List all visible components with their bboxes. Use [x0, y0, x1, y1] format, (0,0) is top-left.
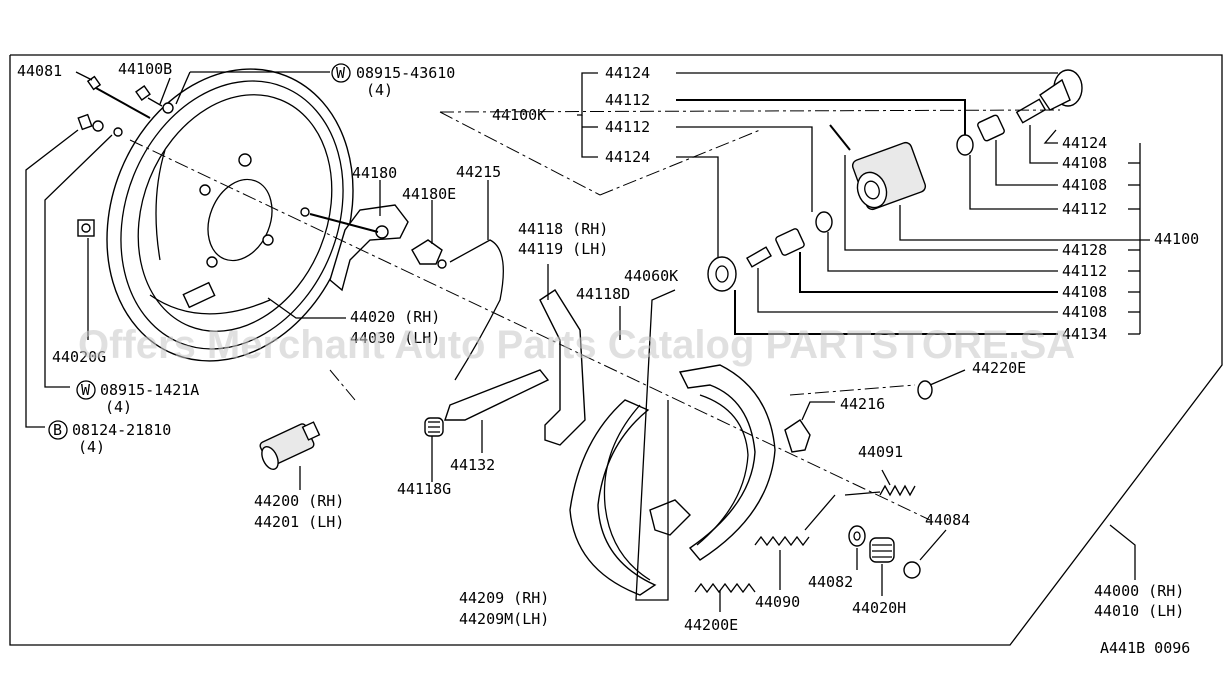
label-44180E: 44180E	[402, 185, 456, 203]
washer-44082	[848, 525, 866, 547]
label-44082: 44082	[808, 573, 853, 591]
label-44091: 44091	[858, 443, 903, 461]
centerline-6	[599, 129, 761, 196]
label-44124-b: 44124	[605, 148, 650, 166]
spring-44118G	[424, 417, 444, 437]
piston-44108-right	[977, 114, 1005, 142]
label-44124-c: 44124	[1062, 134, 1107, 152]
figure-code: A441B 0096	[1100, 639, 1190, 657]
clip-44180E	[411, 239, 447, 269]
lever-44180	[300, 204, 409, 292]
lever-44132	[444, 369, 550, 421]
boot-44124-right	[1015, 69, 1083, 124]
centerline-2	[439, 109, 1061, 113]
label-44220E: 44220E	[972, 359, 1026, 377]
label-44084: 44084	[925, 511, 970, 529]
clip-44216	[784, 419, 811, 453]
label-08124-21810: 08124-21810	[72, 421, 171, 439]
label-44100B: 44100B	[118, 60, 172, 78]
label-44112-a: 44112	[605, 91, 650, 109]
leader-lines	[25, 71, 1150, 612]
label-44119LH: 44119 (LH)	[518, 240, 608, 258]
label-44118G: 44118G	[397, 480, 451, 498]
label-44108-a: 44108	[1062, 154, 1107, 172]
label-44112-c: 44112	[1062, 200, 1107, 218]
label-qty-4b: (4)	[105, 398, 132, 416]
spring-44020H	[869, 537, 895, 563]
label-44118RH: 44118 (RH)	[518, 220, 608, 238]
label-44128: 44128	[1062, 241, 1107, 259]
cup-44112-left	[815, 211, 833, 233]
label-44108-b: 44108	[1062, 176, 1107, 194]
w-symbol-1: W	[336, 64, 346, 82]
spring-44091	[844, 484, 916, 497]
nut-44020G	[77, 219, 95, 237]
strut-44118	[539, 289, 586, 446]
label-44134: 44134	[1062, 325, 1107, 343]
wheel-cylinder-44100	[851, 141, 927, 211]
retainer-44084	[903, 561, 921, 579]
label-44060K: 44060K	[624, 267, 678, 285]
label-44209MLH: 44209M(LH)	[459, 610, 549, 628]
cup-44112-right	[956, 134, 974, 156]
boot-44124-left	[707, 256, 737, 292]
b-symbol: B	[53, 421, 62, 439]
wheel-cylinder-44200	[259, 421, 321, 470]
bolt-44100B	[135, 85, 174, 114]
cable-44215	[449, 239, 504, 381]
centerline-3	[439, 111, 601, 196]
label-44108-d: 44108	[1062, 303, 1107, 321]
label-08915-1421A: 08915-1421A	[100, 381, 199, 399]
label-44020RH: 44020 (RH)	[350, 308, 440, 326]
bolt-08124	[77, 113, 123, 137]
w-symbol-circle-2	[76, 380, 96, 400]
label-44081: 44081	[17, 62, 62, 80]
w-symbol-circle-1	[331, 63, 351, 83]
label-44030LH: 44030 (LH)	[350, 329, 440, 347]
label-44118D: 44118D	[576, 285, 630, 303]
spring-44090	[754, 494, 836, 547]
b-symbol-circle	[48, 420, 68, 440]
diagram-frame	[9, 54, 1223, 646]
centerline-4	[329, 369, 356, 401]
label-44124-a: 44124	[605, 64, 650, 82]
watermark: Offers Merchant Auto Parts Catalog PARTS…	[78, 323, 1075, 367]
label-44216: 44216	[840, 395, 885, 413]
brake-shoe-44060K	[678, 364, 776, 561]
brake-shoe-44209	[569, 399, 691, 596]
w-symbol-2: W	[81, 381, 91, 399]
label-44010LH: 44010 (LH)	[1094, 602, 1184, 620]
spring-44200E	[694, 582, 756, 594]
label-44112-d: 44112	[1062, 262, 1107, 280]
piston-44108-left	[775, 228, 805, 256]
label-44090: 44090	[755, 593, 800, 611]
label-44100K: 44100K	[492, 106, 546, 124]
label-44200RH: 44200 (RH)	[254, 492, 344, 510]
washer-44220E	[917, 380, 933, 400]
label-44132: 44132	[450, 456, 495, 474]
centerline-1	[129, 139, 931, 521]
label-44200E: 44200E	[684, 616, 738, 634]
label-44020G: 44020G	[52, 348, 106, 366]
pin-44108-left	[746, 246, 772, 268]
label-44000RH: 44000 (RH)	[1094, 582, 1184, 600]
label-44180: 44180	[352, 164, 397, 182]
label-qty-4c: (4)	[78, 438, 105, 456]
label-44020H: 44020H	[852, 599, 906, 617]
bleeder-44128	[829, 124, 851, 151]
label-44100: 44100	[1154, 230, 1199, 248]
backing-plate	[106, 68, 354, 362]
label-44215: 44215	[456, 163, 501, 181]
label-qty-4a: (4)	[366, 81, 393, 99]
label-44108-c: 44108	[1062, 283, 1107, 301]
label-08915-43610: 08915-43610	[356, 64, 455, 82]
label-44112-b: 44112	[605, 118, 650, 136]
centerline-5	[789, 384, 916, 396]
label-44201LH: 44201 (LH)	[254, 513, 344, 531]
label-44209RH: 44209 (RH)	[459, 589, 549, 607]
